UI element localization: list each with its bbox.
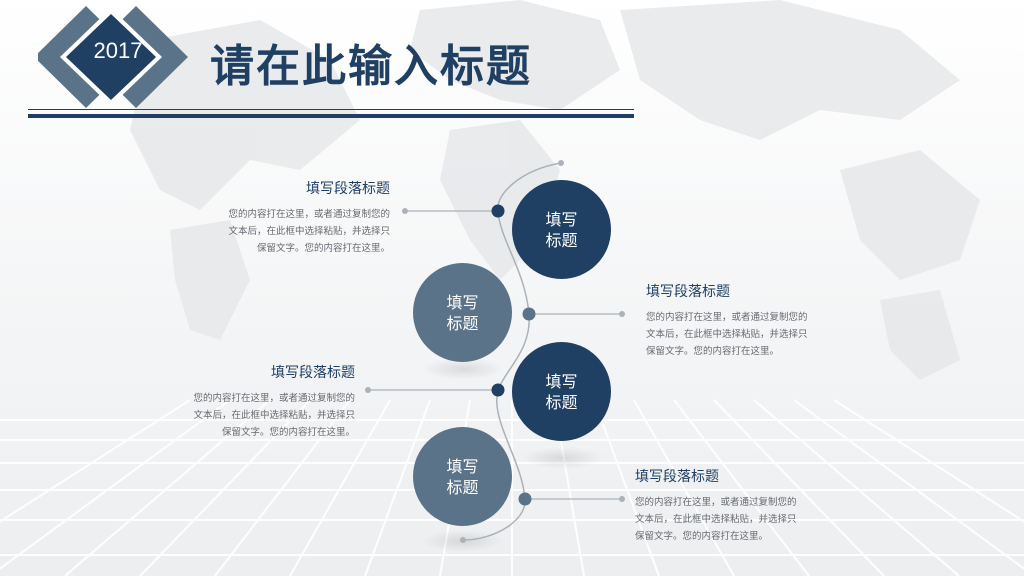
step-4-text-block: 填写段落标题 您的内容打在这里，或者通过复制您的 文本后，在此框中选择粘贴，并选…: [635, 466, 840, 545]
step-4-circle: 填写 标题: [413, 427, 512, 526]
step-4-circle-line2: 标题: [446, 477, 479, 497]
step-3-text-block: 填写段落标题 您的内容打在这里，或者通过复制您的 文本后，在此框中选择粘贴，并选…: [150, 362, 355, 441]
step-2-body-line2: 文本后，在此框中选择粘贴，并选择只: [646, 329, 808, 340]
connector-2-end-dot: [619, 311, 625, 317]
connector-3-node: [491, 383, 505, 397]
title-rule-thin: [28, 109, 634, 110]
step-1-heading: 填写段落标题: [306, 181, 390, 197]
step-3-circle-line2: 标题: [545, 392, 578, 412]
step-3-body-line2: 文本后，在此框中选择粘贴，并选择只: [193, 410, 355, 421]
connector-1-node: [491, 204, 505, 218]
connector-1-end-dot: [402, 208, 408, 214]
connector-4-node: [518, 492, 532, 506]
step-2-heading: 填写段落标题: [646, 284, 730, 300]
step-2-circle-line2: 标题: [446, 313, 479, 333]
timeline-end-dot: [460, 537, 466, 543]
step-2-body: 您的内容打在这里，或者通过复制您的 文本后，在此框中选择粘贴，并选择只 保留文字…: [646, 309, 851, 360]
step-3-circle-line1: 填写: [545, 371, 578, 391]
connector-4-end-dot: [619, 496, 625, 502]
step-2-body-line1: 您的内容打在这里，或者通过复制您的: [646, 312, 808, 323]
circle-3-shadow: [521, 447, 603, 469]
step-1-text-block: 填写段落标题 您的内容打在这里，或者通过复制您的 文本后，在此框中选择粘贴，并选…: [185, 178, 390, 257]
step-3-body-line3: 保留文字。您的内容打在这里。: [221, 427, 355, 438]
year-label: 2017: [93, 38, 143, 63]
step-4-circle-line1: 填写: [446, 456, 479, 476]
badge-diamond-front: [66, 14, 156, 100]
step-4-body-line1: 您的内容打在这里，或者通过复制您的: [635, 497, 797, 508]
step-1-body-line1: 您的内容打在这里，或者通过复制您的: [228, 209, 390, 220]
step-1-circle-line1: 填写: [545, 209, 578, 229]
step-4-body-line2: 文本后，在此框中选择粘贴，并选择只: [635, 514, 797, 525]
step-3-body: 您的内容打在这里，或者通过复制您的 文本后，在此框中选择粘贴，并选择只 保留文字…: [150, 390, 355, 441]
step-3-circle: 填写 标题: [512, 342, 611, 441]
connector-3-end-dot: [365, 387, 371, 393]
step-4-body: 您的内容打在这里，或者通过复制您的 文本后，在此框中选择粘贴，并选择只 保留文字…: [635, 494, 840, 545]
step-2-circle: 填写 标题: [413, 263, 512, 362]
step-1-body: 您的内容打在这里，或者通过复制您的 文本后，在此框中选择粘贴，并选择只 保留文字…: [185, 206, 390, 257]
step-4-body-line3: 保留文字。您的内容打在这里。: [635, 531, 769, 542]
step-1-body-line2: 文本后，在此框中选择粘贴，并选择只: [228, 226, 390, 237]
step-3-body-line1: 您的内容打在这里，或者通过复制您的: [193, 393, 355, 404]
step-2-text-block: 填写段落标题 您的内容打在这里，或者通过复制您的 文本后，在此框中选择粘贴，并选…: [646, 281, 851, 360]
step-1-body-line3: 保留文字。您的内容打在这里。: [256, 243, 390, 254]
timeline-start-dot: [558, 160, 564, 166]
step-2-body-line3: 保留文字。您的内容打在这里。: [646, 346, 780, 357]
title-rule-thick: [28, 114, 634, 118]
year-badge: [38, 6, 188, 108]
circle-2-shadow: [422, 358, 504, 380]
connector-2-node: [522, 307, 536, 321]
step-2-circle-line1: 填写: [446, 292, 479, 312]
page-title: 请在此输入标题: [210, 41, 532, 92]
step-1-circle-line2: 标题: [545, 230, 578, 250]
step-3-heading: 填写段落标题: [271, 365, 355, 381]
step-1-circle: 填写 标题: [512, 180, 611, 279]
step-4-heading: 填写段落标题: [635, 469, 719, 485]
